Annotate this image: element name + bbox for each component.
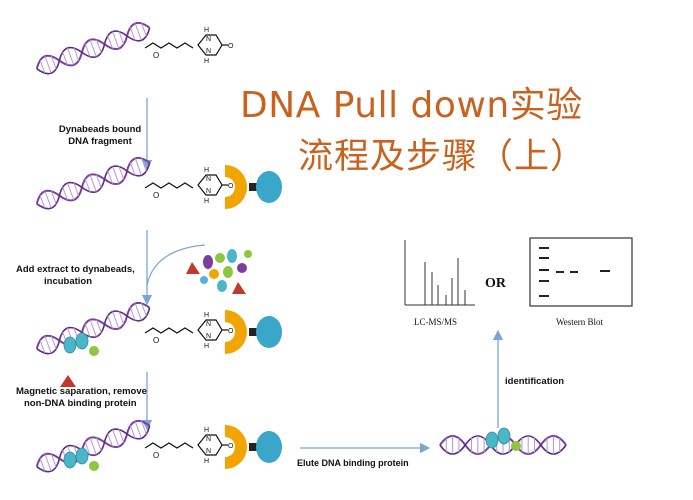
step1-dna-biotin [32,18,235,79]
protein-extract-cluster [186,249,252,294]
step3-label-line1: Magnetic saparation, remove [16,386,147,397]
title-line2: 流程及步骤（上） [298,137,587,177]
step2-label-line2: incubation [44,276,93,287]
title-line1: DNA Pull down实验 [240,85,583,126]
western-blot [529,237,633,307]
step1-label-line1: Dynabeads bound [58,124,142,135]
step1-label: Dynabeads bound DNA fragment [45,124,155,148]
step4-dna-bead-proteins [32,416,282,477]
eluted-dna-proteins [438,427,568,456]
step3-label-line2: non-DNA binding protein [24,398,137,409]
extract-arrow [146,244,206,286]
step2-dna-bead [32,153,282,214]
removed-protein-icon [60,375,76,387]
step2-label: Add extract to dynabeads, incubation [16,264,135,288]
step2-label-line1: Add extract to dynabeads, [16,264,135,275]
step3-label: Magnetic saparation, remove non-DNA bind… [16,386,147,410]
step3-dna-bead-proteins [32,298,282,359]
lcms-spectrum [404,240,475,306]
western-blot-label: Western Blot [556,317,604,327]
step5-label: identification [505,376,565,387]
or-label: OR [485,276,506,291]
lcms-label: LC-MS/MS [414,317,458,327]
step4-label: Elute DNA binding protein [297,458,409,468]
step1-label-line2: DNA fragment [68,136,132,147]
